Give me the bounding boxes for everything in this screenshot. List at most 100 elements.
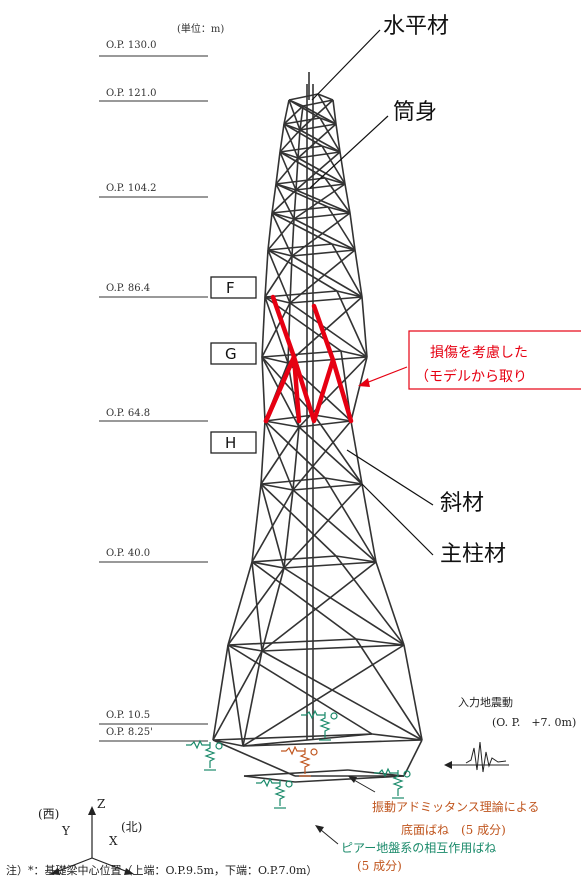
pier-spring-arrowhead [315, 825, 324, 833]
leader-main-column [361, 483, 434, 556]
horizontal-member [321, 145, 341, 153]
main-column [260, 420, 266, 485]
diagonal-member [283, 105, 304, 125]
diagonal-member [302, 105, 337, 125]
diagonal-member [292, 420, 352, 491]
level-label-121: O.P. 121.0 [106, 88, 156, 99]
main-column [242, 650, 263, 747]
horizontal-member [251, 561, 285, 569]
input-motion-arrowhead [444, 761, 452, 769]
input-motion-level: (O. P. +7. 0m) [492, 716, 576, 729]
section-box-h [210, 431, 257, 454]
leader-horizontal-member [311, 29, 381, 101]
leader-diagonal [346, 449, 434, 506]
diagonal-member [319, 117, 341, 153]
input-motion-title: 入力地震動 [458, 695, 513, 709]
horizontal-member [299, 123, 337, 131]
section-label-f: F [226, 279, 235, 297]
callout-horizontal-member: 水平材 [383, 14, 449, 39]
horizontal-member [313, 414, 352, 422]
damage-note: 損傷を考慮した （モデルから取り [358, 330, 581, 390]
pier-spring [374, 767, 411, 799]
axis-z-label: Z [97, 797, 105, 811]
bottom-spring-leader [353, 779, 376, 793]
pier-spring [256, 777, 293, 809]
horizontal-member [264, 296, 291, 304]
horizontal-member [335, 555, 377, 563]
pier-spring-caption: ピアー地盤系の相互作用ばね [341, 841, 496, 855]
damage-note-box [408, 330, 581, 390]
damage-note-line1: 損傷を考慮した [430, 345, 528, 361]
main-column [271, 183, 277, 214]
horizontal-member [289, 296, 363, 304]
axis-y-line [55, 857, 93, 873]
horizontal-member [261, 644, 405, 652]
main-column [283, 99, 290, 125]
damaged-member-right [311, 303, 336, 363]
diagonal-member [267, 218, 295, 251]
main-column [332, 99, 337, 125]
main-column [349, 212, 356, 251]
diagonal-member [283, 123, 323, 147]
axis-y-label: Y [61, 824, 71, 838]
level-label-10: O.P. 10.5 [106, 710, 150, 721]
main-column [350, 420, 363, 485]
axis-x-arrowhead [124, 868, 134, 875]
main-column [251, 483, 262, 563]
horizontal-member [260, 483, 294, 491]
damaged-member-center [291, 354, 302, 424]
horizontal-member [302, 99, 334, 107]
diagonal-member [279, 129, 301, 153]
input-motion: 入力地震動 (O. P. +7. 0m) [444, 695, 576, 773]
section-label-g: G [225, 345, 237, 363]
diagonal-member [324, 177, 351, 214]
diagonal-member [261, 650, 423, 741]
bottom-spring [281, 745, 318, 777]
main-column [335, 123, 341, 153]
diagonal-member [261, 561, 377, 652]
callout-tube: 筒身 [393, 100, 437, 125]
damage-note-line2: （モデルから取り [415, 368, 527, 385]
horizontal-member [227, 644, 263, 652]
unit-note: (単位：m) [177, 22, 224, 35]
horizontal-member [297, 151, 341, 159]
axis-z-arrowhead [88, 806, 96, 815]
axis-west-label: (西) [38, 807, 59, 821]
pier-spring [186, 739, 223, 771]
horizontal-member [264, 420, 300, 428]
horizontal-member [336, 290, 363, 298]
diagonal-member [242, 644, 405, 747]
tower-truss [212, 72, 423, 783]
horizontal-member [251, 555, 337, 563]
main-column [292, 426, 300, 491]
horizontal-member [227, 638, 357, 646]
diagonal-member [327, 206, 356, 251]
horizontal-member [275, 177, 326, 185]
diagonal-member [279, 151, 326, 179]
level-label-64: O.P. 64.8 [106, 408, 150, 419]
axis-y-arrowhead [50, 868, 60, 875]
horizontal-member [340, 350, 368, 358]
horizontal-member [324, 177, 346, 185]
callout-main-column: 主柱材 [440, 542, 506, 567]
pier-spring-leader [320, 829, 339, 845]
section-label-h: H [225, 434, 236, 452]
main-column [267, 212, 273, 251]
diagonal-member [251, 561, 357, 640]
diagonal-member [251, 561, 263, 652]
diagonal-member [293, 218, 356, 251]
horizontal-member [283, 117, 321, 125]
axis-x-label: X [109, 834, 118, 848]
damaged-members [263, 294, 354, 424]
pier-spring [301, 709, 338, 741]
diagonal-member [212, 650, 263, 741]
main-column [293, 189, 297, 220]
leader-tube [309, 115, 389, 189]
diagonal-member [271, 212, 333, 245]
horizontal-member [371, 733, 423, 741]
horizontal-member [324, 477, 363, 485]
horizontal-member [212, 739, 244, 747]
spring-captions: 振動アドミッタンス理論による 底面ばね (5 成分) ピアー地盤系の相互作用ばね… [315, 776, 539, 873]
diagonal-member [324, 477, 377, 563]
